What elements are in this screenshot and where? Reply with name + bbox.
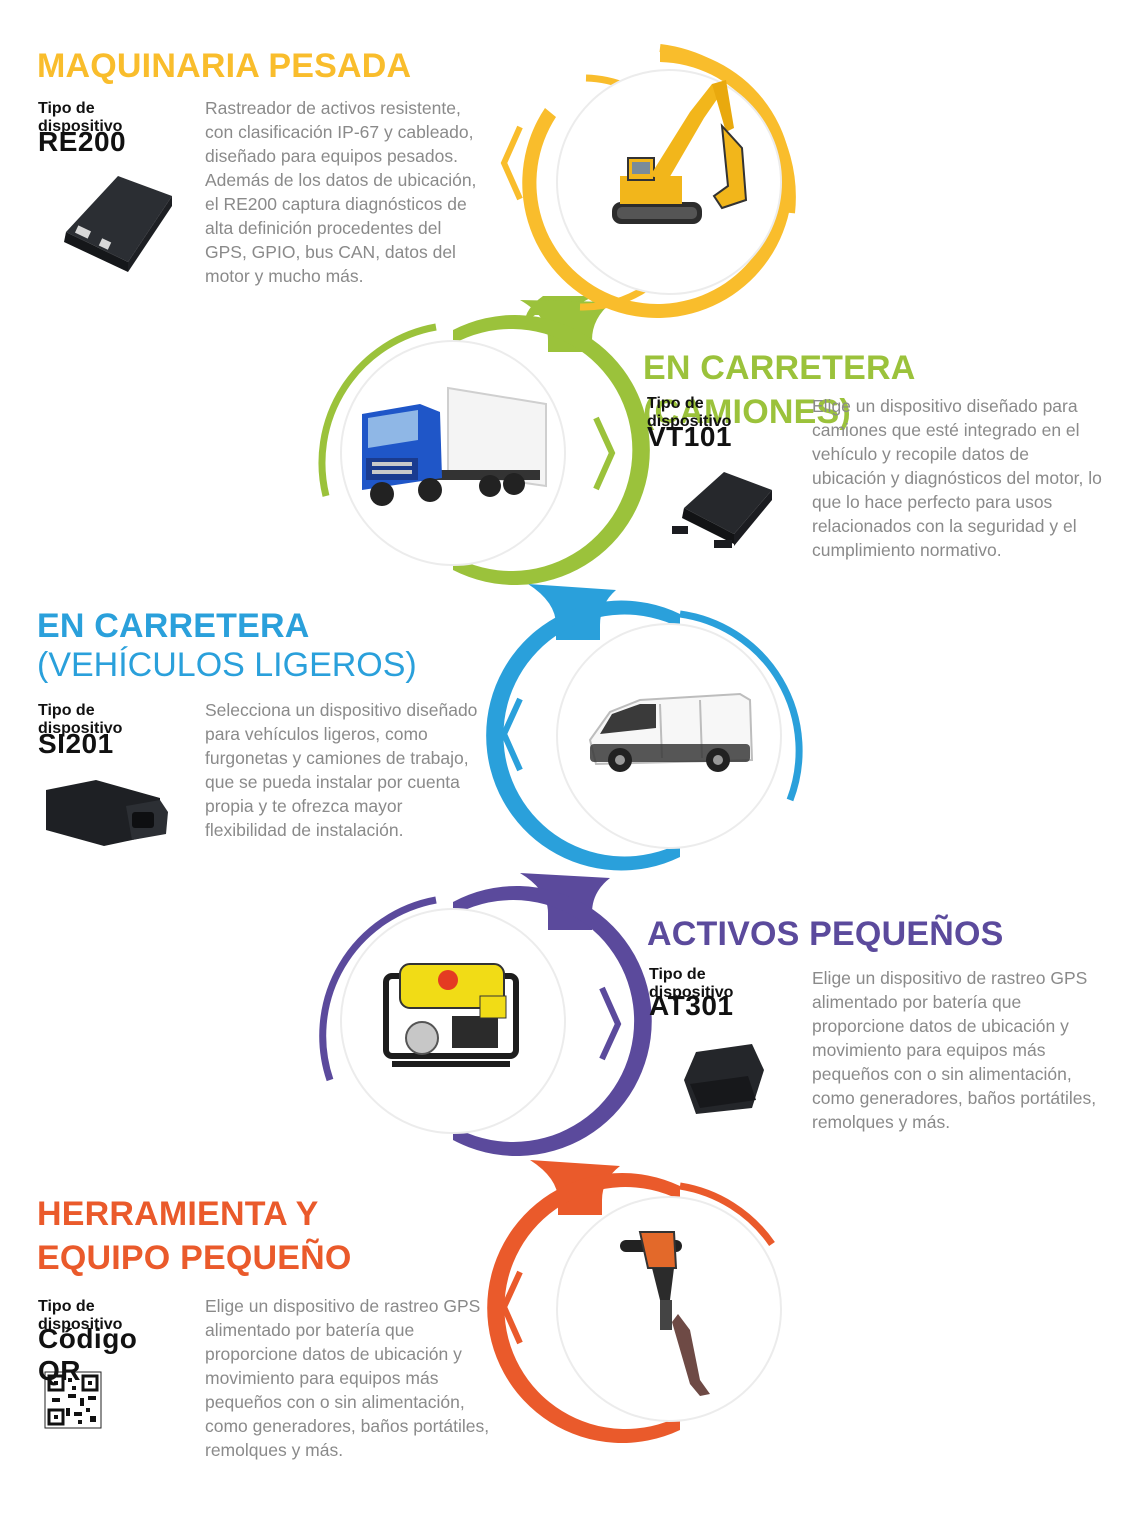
ring-orange-thin [679, 1182, 775, 1246]
excavator-icon [612, 80, 748, 224]
device-code: RE200 [38, 126, 127, 157]
section-description: Elige un dispositivo diseñado para camio… [812, 396, 1102, 560]
device-code: Código QR [38, 1323, 138, 1386]
section-description: Selecciona un dispositivo diseñado para … [205, 700, 478, 840]
section-description: Elige un dispositivo de rastreo GPS alim… [812, 968, 1097, 1132]
section-description: Elige un dispositivo de rastreo GPS alim… [205, 1296, 490, 1460]
obd-plug-icon [46, 780, 168, 846]
jackhammer-icon [620, 1231, 710, 1396]
ring-blue-thin [679, 610, 803, 802]
device-code: SI201 [38, 728, 114, 759]
device-type-label: Tipo de dispositivo [38, 100, 123, 135]
section-title: EN CARRETERA (CAMIONES) [643, 349, 915, 431]
section-title: MAQUINARIA PESADA [37, 47, 412, 85]
truck-icon [362, 386, 547, 506]
ring-purple-thin [319, 896, 437, 1082]
tracker-box-icon [64, 176, 172, 272]
chevron-right-icon [599, 986, 622, 1061]
chevron-right-icon [593, 416, 616, 491]
chevron-left-icon [500, 125, 523, 201]
qr-code-icon [44, 1371, 102, 1429]
section-description: Rastreador de activos resistente, con cl… [205, 98, 477, 286]
section-title: EN CARRETERA [37, 607, 310, 645]
device-code: AT301 [649, 990, 734, 1021]
tracker-box-icon [672, 472, 772, 548]
ring-green-thin [318, 323, 437, 497]
section-title: ACTIVOS PEQUEÑOS [647, 915, 1004, 953]
van-icon [588, 692, 754, 772]
device-code: VT101 [647, 421, 732, 452]
generator-icon [383, 963, 519, 1067]
device-type-label: Tipo de dispositivo [38, 702, 123, 737]
section-title: HERRAMIENTA Y [37, 1195, 319, 1233]
battery-tracker-icon [684, 1044, 764, 1114]
chevron-left-icon [500, 697, 523, 772]
device-type-label: Tipo de dispositivo [647, 395, 732, 430]
section-title-line2: EQUIPO PEQUEÑO [37, 1239, 352, 1277]
device-type-label: Tipo de dispositivo [38, 1298, 123, 1333]
section-title-line2: (VEHÍCULOS LIGEROS) [37, 646, 417, 684]
chevron-left-icon [500, 1270, 523, 1345]
device-type-label: Tipo de dispositivo [649, 966, 734, 1001]
